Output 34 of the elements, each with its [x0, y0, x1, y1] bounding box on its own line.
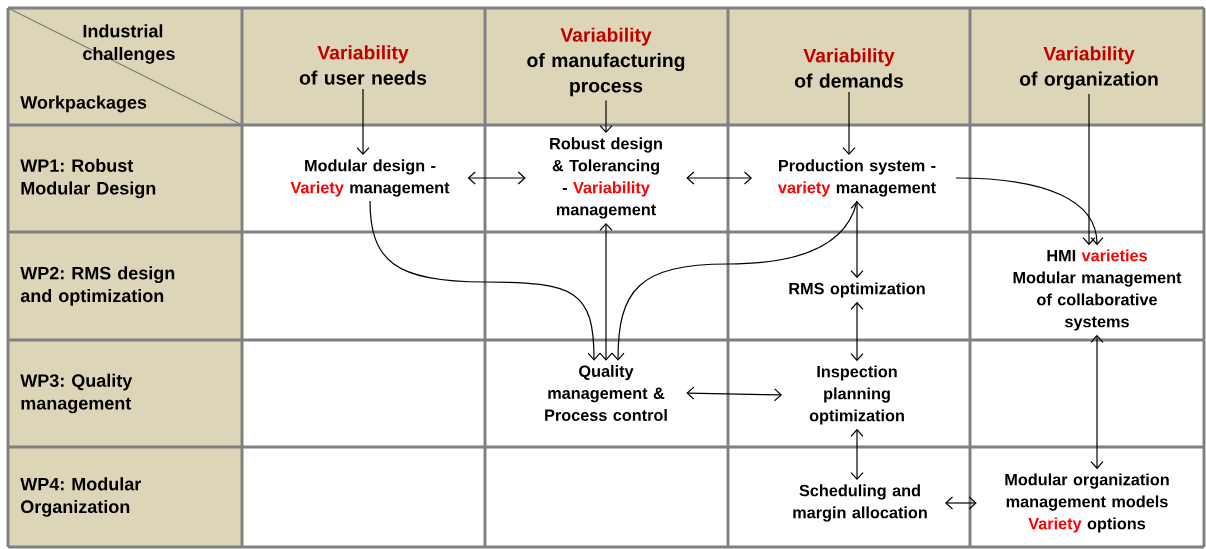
arrow — [850, 200, 864, 279]
row-header: WP4: Modular Organization — [20, 477, 141, 517]
task-text: HMI varieties Modular management of collaborative systems — [1013, 249, 1182, 331]
task-text: Quality management & Process control — [545, 365, 667, 421]
arrow — [1090, 334, 1104, 470]
arrow — [955, 177, 1104, 246]
column-header: Variability of demands — [794, 48, 903, 88]
task-text: Scheduling and margin allocation — [793, 484, 927, 522]
arrow — [850, 301, 864, 362]
axis-heading: Workpackages — [20, 95, 147, 113]
arrow — [369, 200, 601, 361]
task-text: Robust design & Tolerancing - Variability management — [550, 137, 662, 219]
arrow — [686, 171, 753, 185]
arrow — [599, 100, 613, 134]
arrow — [850, 428, 864, 481]
task-text: Modular organization management models Variety options — [1005, 473, 1169, 533]
axis-heading: Industrial challenges — [83, 24, 175, 64]
arrow — [686, 386, 783, 402]
task-text: Production system - variety management — [777, 159, 936, 197]
column-header: Variability of manufacturing process — [527, 27, 685, 97]
column-header: Variability of user needs — [299, 45, 427, 85]
arrow — [1082, 93, 1096, 246]
column-header: Variability of organization — [1019, 46, 1158, 90]
task-text: Inspection planning optimization — [809, 365, 904, 425]
arrow — [944, 496, 977, 510]
task-text: RMS optimization — [789, 282, 925, 298]
arrow — [356, 88, 370, 156]
arrow — [599, 222, 613, 361]
row-header: WP3: Quality management — [20, 373, 133, 414]
row-header: WP1: Robust Modular Design — [20, 158, 156, 199]
arrow — [467, 171, 526, 185]
row-header: WP2: RMS design and optimization — [20, 266, 175, 306]
task-text: Modular design - Variety management — [290, 159, 450, 197]
arrow — [842, 91, 856, 156]
